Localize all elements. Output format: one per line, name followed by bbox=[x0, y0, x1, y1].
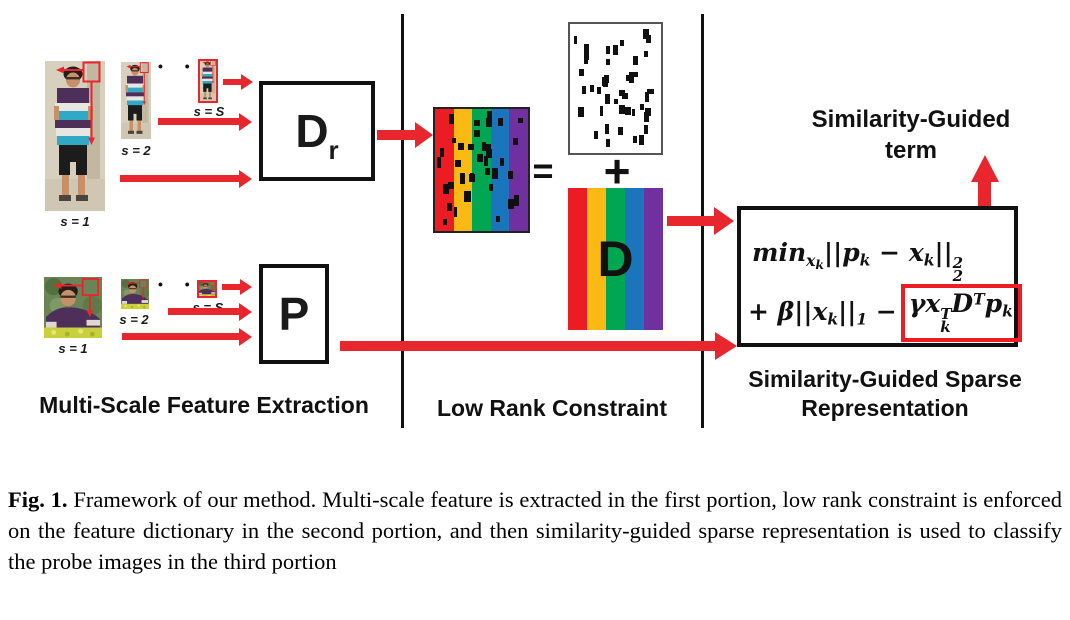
probe-scale-label-s1: s = 1 bbox=[58, 341, 88, 356]
scale-label-sS: s = S bbox=[193, 104, 225, 119]
section-label-right: Similarity-Guided Sparse Representation bbox=[705, 365, 1065, 423]
caption-text: Framework of our method. Multi-scale fea… bbox=[8, 487, 1062, 574]
p-sub-k: k bbox=[859, 250, 871, 270]
probe-letter: P bbox=[278, 288, 310, 340]
scale-label-s2: s = 2 bbox=[121, 143, 151, 158]
plus-sign: + bbox=[603, 145, 631, 197]
gamma-coefficient: γ bbox=[908, 289, 926, 318]
section-label-right-line2: Representation bbox=[801, 394, 969, 421]
arrow-s1-to-P bbox=[122, 333, 239, 340]
l1-subscript: 1 bbox=[856, 309, 868, 329]
beta-coefficient: β bbox=[777, 297, 795, 327]
equals-sign: = bbox=[532, 150, 554, 191]
figure-number-label: Fig. 1. bbox=[8, 487, 68, 512]
dictionary-subscript: r bbox=[328, 135, 339, 165]
x-var: x bbox=[812, 297, 828, 327]
low-rank-dictionary-matrix-D: D bbox=[568, 188, 663, 330]
arrow-P-to-formula bbox=[340, 341, 715, 351]
similarity-guided-term-label: Similarity-Guided term bbox=[791, 104, 1031, 166]
probe-person-photo-sS bbox=[197, 280, 217, 298]
x-sup-T: T bbox=[940, 304, 952, 323]
norm-bars: || bbox=[794, 297, 813, 327]
norm-bars: || bbox=[934, 238, 953, 267]
probe-person-photo-s1 bbox=[44, 277, 102, 338]
probe-scale-label-s2: s = 2 bbox=[119, 312, 149, 327]
D-sup-T: T bbox=[973, 289, 985, 309]
minus-sign: − bbox=[875, 297, 897, 327]
arrow-s1-to-Dr bbox=[120, 175, 239, 182]
norm-bars: || bbox=[823, 238, 843, 267]
sparse-error-matrix bbox=[568, 22, 663, 155]
min-operator: min bbox=[752, 238, 807, 267]
arrow-sS-to-P bbox=[222, 284, 240, 290]
arrow-D-to-formula bbox=[667, 216, 714, 226]
p-sub-k: k bbox=[1002, 301, 1013, 321]
x-var: x bbox=[908, 238, 924, 267]
min-sub-k: k bbox=[815, 256, 824, 272]
gallery-person-photo-s2 bbox=[121, 62, 151, 139]
arrow-s2-to-P bbox=[168, 308, 239, 315]
plus-sign-formula: + bbox=[748, 297, 769, 327]
norm-bars: || bbox=[838, 297, 857, 327]
similarity-guided-term-line1: Similarity-Guided bbox=[811, 106, 1011, 133]
minus-sign: − bbox=[879, 238, 901, 267]
similarity-guided-term-line2: term bbox=[884, 137, 938, 165]
probe-box-P: P bbox=[259, 264, 329, 364]
section-label-right-line1: Similarity-Guided Sparse bbox=[748, 366, 1022, 392]
gallery-person-photo-sS bbox=[198, 59, 218, 103]
gallery-person-photo-s1 bbox=[45, 61, 105, 211]
p-var: p bbox=[984, 289, 1003, 318]
x-sub-k: k bbox=[923, 250, 935, 270]
arrow-Dr-to-noisy-matrix bbox=[377, 130, 415, 140]
norm-sup-2: 2 bbox=[952, 253, 964, 272]
divider-line-1 bbox=[401, 14, 404, 428]
arrow-s2-to-Dr bbox=[158, 118, 239, 125]
section-label-left: Multi-Scale Feature Extraction bbox=[39, 392, 369, 418]
probe-person-photo-s2 bbox=[121, 279, 149, 309]
figure-caption: Fig. 1. Framework of our method. Multi-s… bbox=[8, 484, 1062, 577]
x-sub-k: k bbox=[827, 309, 839, 329]
p-var: p bbox=[842, 238, 860, 267]
d-matrix-letter: D bbox=[597, 231, 634, 287]
noisy-dictionary-matrix bbox=[433, 107, 530, 233]
dictionary-letter: D bbox=[295, 105, 329, 157]
x-var: x bbox=[925, 289, 941, 318]
section-label-middle: Low Rank Constraint bbox=[436, 395, 667, 421]
scale-label-s1: s = 1 bbox=[60, 214, 90, 229]
norm-sub-2: 2 bbox=[952, 267, 964, 286]
arrow-sS-to-Dr bbox=[223, 79, 241, 85]
x-sub-k: k bbox=[940, 318, 951, 337]
D-var: D bbox=[951, 289, 974, 318]
min-sub-x: x bbox=[806, 250, 816, 270]
